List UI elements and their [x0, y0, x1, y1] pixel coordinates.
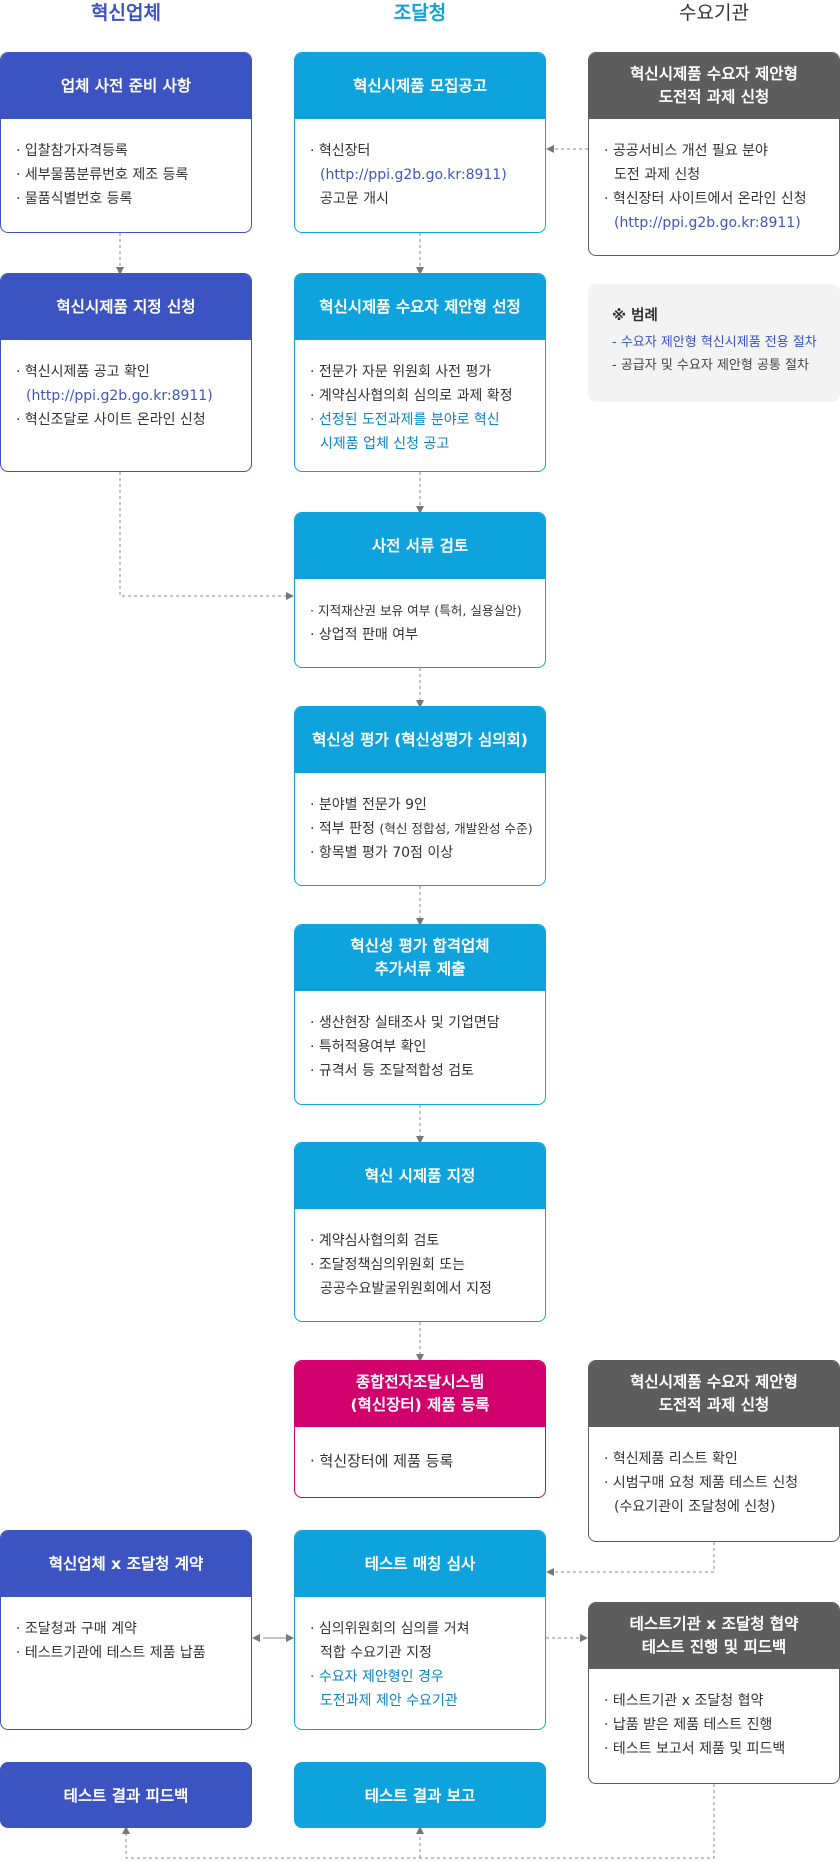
box-line: · 혁신조달로 사이트 온라인 신청 [16, 412, 206, 428]
box-line: · 지적재산권 보유 여부 (특허, 실용실안) [310, 603, 522, 618]
box-line: · 납품 받은 제품 테스트 진행 [604, 1717, 773, 1733]
box-line: · 심의위원회의 심의를 거쳐 [310, 1621, 470, 1637]
box-registration-title: 종합전자조달시스템 (혁신장터) 제품 등록 [295, 1361, 545, 1427]
box-line: · 특허적용여부 확인 [310, 1039, 427, 1055]
column-header-pps: 조달청 [393, 2, 447, 24]
box-contract-title: 혁신업체 x 조달청 계약 [1, 1531, 251, 1597]
box-doc-review-title: 사전 서류 검토 [295, 513, 545, 579]
box-line: · 물품식별번호 등록 [16, 191, 133, 207]
title-line: 테스트기관 x 조달청 협약 [629, 1615, 799, 1633]
box-line: · 테스트 보고서 제품 및 피드백 [604, 1741, 786, 1757]
box-recruit-notice-title: 혁신시제품 모집공고 [295, 53, 545, 119]
box-contract: 혁신업체 x 조달청 계약 · 조달청과 구매 계약 · 테스트기관에 테스트 … [0, 1530, 252, 1730]
box-test-report: 테스트 결과 보고 [294, 1762, 546, 1828]
box-line-part: · 적부 판정 [310, 821, 380, 837]
legend-title: ※ 범례 [612, 308, 658, 324]
box-line: 공공수요발굴위원회에서 지정 [320, 1281, 492, 1297]
box-line: · 테스트기관 x 조달청 협약 [604, 1693, 764, 1709]
legend-item-common: - 공급자 및 수요자 제안형 공통 절차 [612, 358, 809, 373]
box-test-matching-title: 테스트 매칭 심사 [295, 1531, 545, 1597]
title-line: 혁신시제품 수요자 제안형 [630, 1373, 798, 1391]
box-line: · 입찰참가자격등록 [16, 143, 128, 159]
box-line: · 생산현장 실태조사 및 기업면담 [310, 1015, 500, 1031]
box-line: · 조달청과 구매 계약 [16, 1621, 137, 1637]
box-vendor-apply-title: 혁신시제품 지정 신청 [1, 274, 251, 340]
box-test-feedback: 테스트 결과 피드백 [0, 1762, 252, 1828]
box-designation-title: 혁신 시제품 지정 [295, 1143, 545, 1209]
box-line: · 수요자 제안형인 경우 [310, 1669, 444, 1685]
box-line: · 혁신제품 리스트 확인 [604, 1451, 738, 1467]
title-line: 혁신성 평가 합격업체 [350, 937, 490, 955]
box-line: · 분야별 전문가 9인 [310, 797, 427, 813]
box-line: · 혁신장터에 제품 등록 [310, 1452, 454, 1470]
legend: ※ 범례 - 수요자 제안형 혁신시제품 전용 절차 - 공급자 및 수요자 제… [588, 284, 840, 402]
box-line: · 선정된 도전과제를 분야로 혁신 [310, 412, 500, 428]
title-line: 혁신시제품 수요자 제안형 [630, 65, 798, 83]
site-link[interactable]: (http://ppi.g2b.go.kr:8911) [320, 167, 507, 183]
box-line: · 계약심사협의회 심의로 과제 확정 [310, 388, 513, 404]
box-vendor-prep: 업체 사전 준비 사항 · 입찰참가자격등록 · 세부물품분류번호 제조 등록 … [0, 52, 252, 233]
legend-item-demand-only: - 수요자 제안형 혁신시제품 전용 절차 [612, 335, 817, 350]
box-line: · 조달정책심의위원회 또는 [310, 1257, 466, 1273]
box-doc-review: 사전 서류 검토 · 지적재산권 보유 여부 (특허, 실용실안) · 상업적 … [294, 512, 546, 668]
box-line: · 상업적 판매 여부 [310, 627, 418, 643]
box-proposal-selection-title: 혁신시제품 수요자 제안형 선정 [295, 274, 545, 340]
title-line: 종합전자조달시스템 [355, 1373, 485, 1391]
box-line: · 시범구매 요청 제품 테스트 신청 [604, 1475, 799, 1491]
title-line: 도전적 과제 신청 [658, 1396, 770, 1414]
box-line: · 혁신장터 [310, 143, 371, 159]
title-line: 도전적 과제 신청 [658, 88, 770, 106]
box-line: (수요기관이 조달청에 신청) [614, 1499, 776, 1515]
site-link[interactable]: (http://ppi.g2b.go.kr:8911) [614, 215, 801, 231]
box-line: 적합 수요기관 지정 [320, 1645, 432, 1661]
box-vendor-prep-title: 업체 사전 준비 사항 [1, 53, 251, 119]
box-registration: 종합전자조달시스템 (혁신장터) 제품 등록 · 혁신장터에 제품 등록 [294, 1360, 546, 1498]
box-line: · 세부물품분류번호 제조 등록 [16, 167, 189, 183]
box-proposal-selection: 혁신시제품 수요자 제안형 선정 · 전문가 자문 위원회 사전 평가 · 계약… [294, 273, 546, 472]
box-innovation-eval-title: 혁신성 평가 (혁신성평가 심의회) [295, 707, 545, 773]
box-designation: 혁신 시제품 지정 · 계약심사협의회 검토 · 조달정책심의위원회 또는 공공… [294, 1142, 546, 1322]
site-link[interactable]: (http://ppi.g2b.go.kr:8911) [26, 388, 213, 404]
box-line: 도전과제 제안 수요기관 [320, 1693, 458, 1709]
box-recruit-notice: 혁신시제품 모집공고 · 혁신장터 (http://ppi.g2b.go.kr:… [294, 52, 546, 233]
box-line: · 공공서비스 개선 필요 분야 [604, 143, 768, 159]
box-line: 공고문 개시 [320, 191, 389, 207]
box-line: · 혁신시제품 공고 확인 [16, 364, 150, 380]
box-line: 도전 과제 신청 [614, 167, 701, 183]
box-line: · 항목별 평가 70점 이상 [310, 845, 454, 861]
box-test-matching: 테스트 매칭 심사 · 심의위원회의 심의를 거쳐 적합 수요기관 지정 · 수… [294, 1530, 546, 1730]
box-line: · 적부 판정 (혁신 정합성, 개발완성 수준) [310, 817, 533, 841]
title-line: (혁신장터) 제품 등록 [350, 1396, 490, 1414]
box-line-part: (혁신 정합성, 개발완성 수준) [379, 821, 533, 836]
title-line: 추가서류 제출 [374, 960, 466, 978]
box-line: · 계약심사협의회 검토 [310, 1233, 440, 1249]
column-header-vendor: 혁신업체 [91, 2, 161, 24]
column-header-demand: 수요기관 [679, 2, 749, 24]
box-line: 시제품 업체 신청 공고 [320, 436, 450, 452]
box-line: · 혁신장터 사이트에서 온라인 신청 [604, 191, 807, 207]
box-line: · 전문가 자문 위원회 사전 평가 [310, 364, 492, 380]
box-line: · 테스트기관에 테스트 제품 납품 [16, 1645, 206, 1661]
title-line: 테스트 진행 및 피드백 [641, 1638, 787, 1656]
box-line: · 규격서 등 조달적합성 검토 [310, 1063, 474, 1079]
box-innovation-eval: 혁신성 평가 (혁신성평가 심의회) · 분야별 전문가 9인 · 적부 판정 … [294, 706, 546, 886]
box-vendor-apply: 혁신시제품 지정 신청 · 혁신시제품 공고 확인 (http://ppi.g2… [0, 273, 252, 472]
